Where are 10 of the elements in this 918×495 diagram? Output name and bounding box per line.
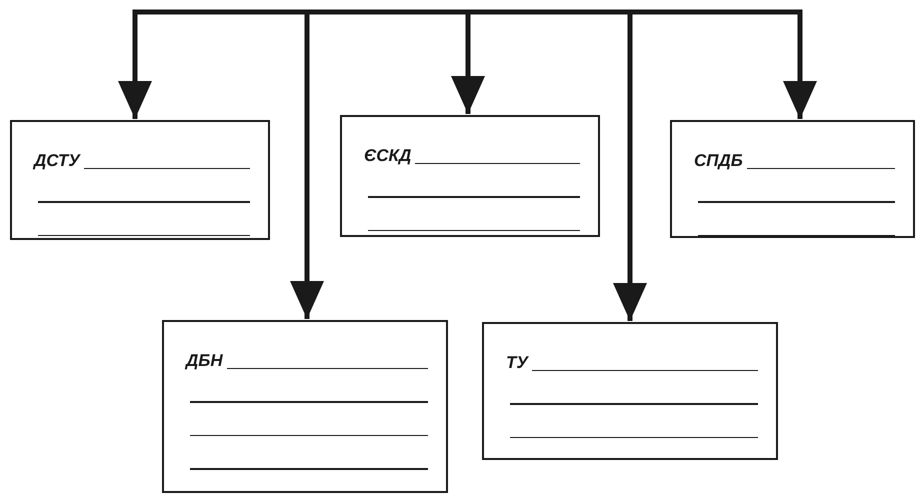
heading: ДСТУ	[34, 152, 80, 169]
fill-in-card	[10, 120, 270, 240]
fill-in-card	[670, 120, 915, 238]
heading: ДБН	[186, 352, 223, 369]
heading: СПДБ	[694, 152, 743, 169]
heading: ТУ	[506, 354, 528, 371]
fill-in-card	[162, 320, 448, 493]
heading: ЄСКД	[364, 147, 412, 164]
fill-in-card	[340, 115, 600, 237]
fill-in-card	[482, 322, 778, 460]
